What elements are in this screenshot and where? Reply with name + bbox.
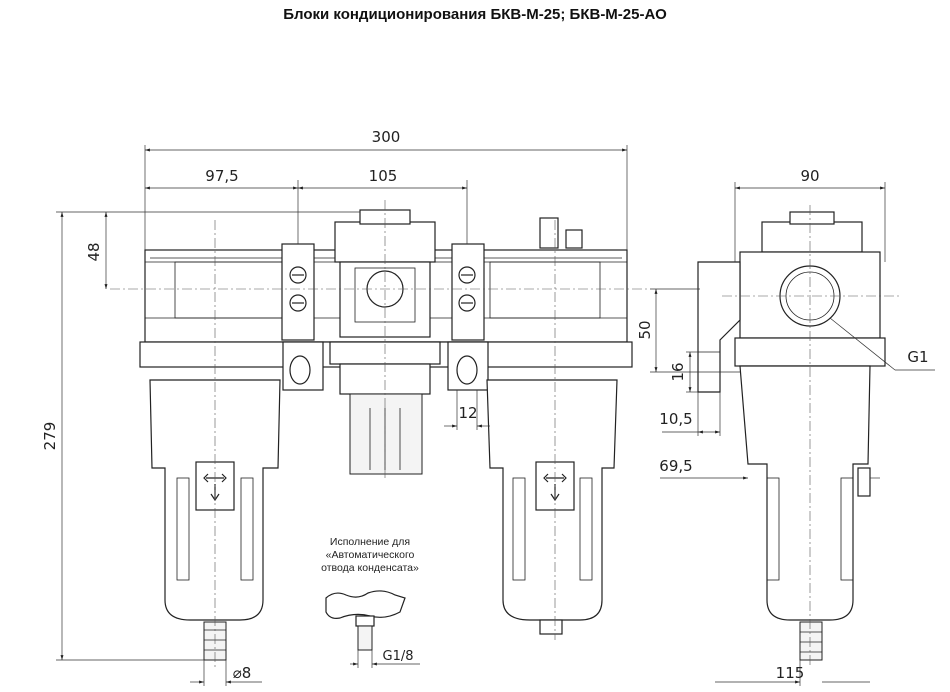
dim-105: 105: [369, 167, 398, 185]
dim-10-5: 10,5: [659, 410, 692, 428]
note-line-1: Исполнение для: [330, 536, 410, 548]
dim-300: 300: [372, 128, 401, 146]
dim-16: 16: [669, 362, 687, 381]
dim-50: 50: [636, 320, 654, 339]
side-view: [697, 205, 935, 668]
dim-g1-8: G1/8: [383, 649, 414, 664]
dim-12: 12: [458, 404, 477, 422]
dim-g1: G1: [907, 348, 928, 366]
note-line-3: отвода конденсата»: [321, 562, 419, 574]
dim-97-5: 97,5: [205, 167, 238, 185]
dim-dia-8: ⌀8: [233, 664, 252, 682]
screw-icon: [289, 266, 476, 312]
dim-69-5: 69,5: [659, 457, 692, 475]
note-line-2: «Автоматического: [326, 549, 415, 561]
auto-drain-detail: [325, 590, 406, 651]
front-view: [110, 200, 650, 668]
dim-90: 90: [800, 167, 819, 185]
dim-48: 48: [85, 242, 103, 261]
diagram-title: Блоки кондиционирования БКВ-М-25; БКВ-М-…: [283, 6, 667, 23]
dim-115: 115: [776, 664, 805, 682]
dimensions: [56, 145, 886, 686]
dim-279: 279: [41, 422, 59, 451]
